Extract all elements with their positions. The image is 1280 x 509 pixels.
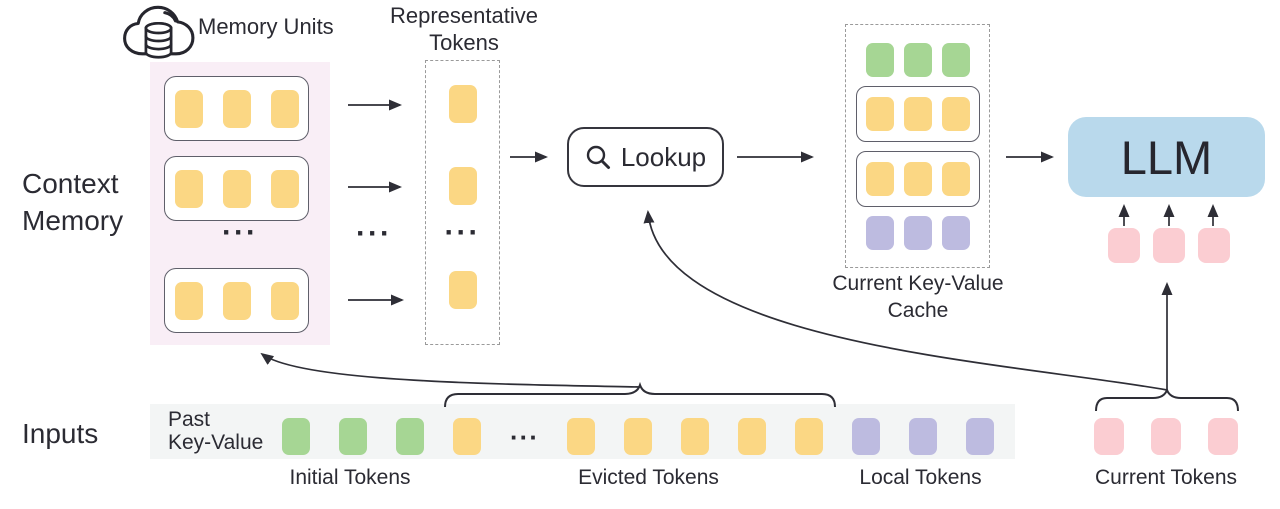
green-token bbox=[941, 43, 970, 77]
yellow-token bbox=[567, 418, 595, 455]
yellow-token bbox=[941, 97, 970, 131]
past-kv-label: Past Key-Value bbox=[168, 408, 264, 454]
arrow-evicted-to-memory bbox=[260, 352, 641, 388]
yellow-token bbox=[448, 85, 477, 123]
yellow-token bbox=[865, 162, 894, 196]
yellow-token bbox=[448, 167, 477, 205]
current-tokens-group bbox=[1094, 418, 1238, 455]
purple-token bbox=[909, 418, 937, 455]
green-token bbox=[282, 418, 310, 455]
purple-token bbox=[966, 418, 994, 455]
purple-token bbox=[903, 216, 932, 250]
llm-input-tokens bbox=[1108, 228, 1230, 263]
pink-token bbox=[1094, 418, 1124, 455]
purple-token bbox=[852, 418, 880, 455]
yellow-token bbox=[174, 89, 203, 128]
yellow-token bbox=[795, 418, 823, 455]
purple-token bbox=[865, 216, 894, 250]
local-tokens-label: Local Tokens bbox=[859, 466, 982, 489]
search-icon bbox=[586, 145, 610, 169]
green-token bbox=[903, 43, 932, 77]
yellow-token bbox=[941, 162, 970, 196]
memory-unit-row bbox=[164, 76, 309, 141]
initial-tokens-label: Initial Tokens bbox=[289, 466, 411, 489]
pink-token bbox=[1153, 228, 1185, 263]
context-memory-panel: ··· bbox=[150, 62, 330, 345]
yellow-token bbox=[270, 169, 299, 208]
yellow-token bbox=[624, 418, 652, 455]
representative-tokens-label: Representative Tokens bbox=[390, 3, 538, 55]
pink-token bbox=[1151, 418, 1181, 455]
inputs-label: Inputs bbox=[22, 418, 99, 449]
lookup-label: Lookup bbox=[620, 141, 707, 172]
cloud-database-icon bbox=[123, 5, 195, 59]
yellow-token bbox=[865, 97, 894, 131]
yellow-token bbox=[270, 89, 299, 128]
pink-token bbox=[1198, 228, 1230, 263]
current-tokens-label: Current Tokens bbox=[1094, 466, 1238, 489]
yellow-token bbox=[222, 89, 251, 128]
ellipsis: ··· bbox=[510, 421, 539, 452]
lookup-box: Lookup bbox=[567, 127, 724, 187]
llm-label: LLM bbox=[1120, 130, 1213, 184]
yellow-token bbox=[222, 281, 251, 320]
context-memory-label: Context Memory bbox=[22, 168, 124, 236]
pink-token bbox=[1108, 228, 1140, 263]
yellow-token bbox=[448, 271, 477, 309]
purple-token bbox=[941, 216, 970, 250]
green-token bbox=[396, 418, 424, 455]
yellow-token bbox=[681, 418, 709, 455]
current-kv-cache-label: Current Key-Value Cache bbox=[832, 272, 1004, 322]
yellow-token bbox=[453, 418, 481, 455]
representative-tokens-column: ··· bbox=[426, 61, 499, 344]
ellipsis: ··· bbox=[222, 216, 258, 249]
memory-unit-row bbox=[164, 268, 309, 333]
pink-token bbox=[1208, 418, 1238, 455]
representative-tokens-box: ··· bbox=[425, 60, 500, 345]
cache-local-row bbox=[865, 216, 970, 250]
yellow-token bbox=[174, 281, 203, 320]
memory-units-label: Memory Units bbox=[198, 14, 334, 39]
yellow-token bbox=[738, 418, 766, 455]
yellow-token bbox=[270, 281, 299, 320]
ellipsis: ··· bbox=[356, 217, 392, 250]
cache-memory-chunk bbox=[855, 151, 980, 207]
current-kv-cache-box bbox=[845, 24, 990, 268]
cache-initial-row bbox=[865, 43, 970, 77]
yellow-token bbox=[903, 97, 932, 131]
current-tokens-brace bbox=[1095, 387, 1239, 412]
ellipsis: ··· bbox=[444, 216, 481, 249]
evicted-tokens-label: Evicted Tokens bbox=[578, 466, 719, 489]
yellow-token bbox=[222, 169, 251, 208]
cache-memory-chunk bbox=[855, 86, 980, 142]
yellow-token bbox=[903, 162, 932, 196]
memory-unit-row bbox=[164, 156, 309, 221]
yellow-token bbox=[174, 169, 203, 208]
green-token bbox=[865, 43, 894, 77]
llm-box: LLM bbox=[1068, 117, 1265, 197]
green-token bbox=[339, 418, 367, 455]
past-kv-tokens: ··· bbox=[282, 418, 994, 455]
